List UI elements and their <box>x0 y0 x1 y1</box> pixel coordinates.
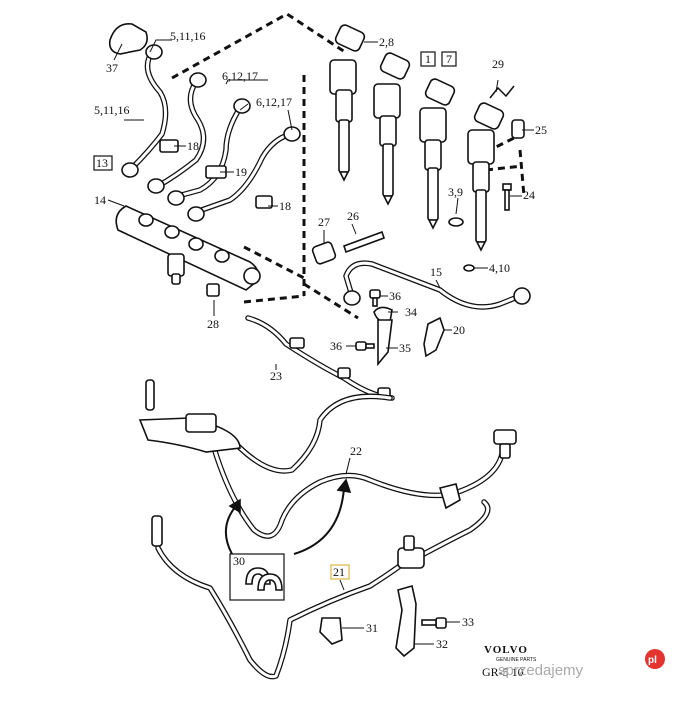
callout-2-8: 2,8 <box>379 35 394 49</box>
volvo-logo-sub: GENUINE PARTS <box>496 657 537 663</box>
injector-4 <box>467 102 505 252</box>
bracket-31 <box>319 617 343 645</box>
callout-33: 33 <box>462 615 474 629</box>
callout-18-b: 18 <box>279 199 291 213</box>
callout-26: 26 <box>347 209 359 223</box>
injector-3 <box>419 78 456 230</box>
screw-36a <box>369 289 381 307</box>
detail-box-30 <box>229 553 285 601</box>
washer-4-10 <box>463 264 475 272</box>
volvo-logo: VOLVO <box>484 644 528 656</box>
pipe-clamp-18b <box>255 195 273 209</box>
callout-25: 25 <box>535 123 547 137</box>
injector-1 <box>329 24 366 182</box>
callout-27: 27 <box>318 215 330 229</box>
rod-26 <box>342 230 386 254</box>
callout-7: 7 <box>446 52 452 66</box>
bracket-20 <box>423 316 445 358</box>
screw-33 <box>421 617 447 629</box>
callout-box-1 <box>420 51 436 67</box>
reference-code: GR-5 10 <box>482 665 524 679</box>
callout-19: 19 <box>235 165 247 179</box>
bolt-24 <box>502 183 512 211</box>
callout-21: 21 <box>333 565 345 579</box>
sleeve-27 <box>311 241 337 265</box>
callout-15: 15 <box>430 265 442 279</box>
injector-2 <box>373 52 411 206</box>
callout-box-7 <box>441 51 457 67</box>
fuel-rail-14 <box>115 205 261 291</box>
callout-37: 37 <box>106 61 118 75</box>
callout-28: 28 <box>207 317 219 331</box>
callout-31: 31 <box>366 621 378 635</box>
callout-22: 22 <box>350 444 362 458</box>
callout-36-a: 36 <box>389 289 401 303</box>
callout-36-b: 36 <box>330 339 342 353</box>
callout-13: 13 <box>96 156 108 170</box>
callout-30: 30 <box>233 554 245 568</box>
callout-3-9: 3,9 <box>448 185 463 199</box>
callout-6-12-17-b: 6,12,17 <box>256 95 292 109</box>
callout-35: 35 <box>399 341 411 355</box>
sleeve-25 <box>511 119 525 139</box>
callout-24: 24 <box>523 188 535 202</box>
callout-4-10: 4,10 <box>489 261 510 275</box>
callout-18-a: 18 <box>187 139 199 153</box>
callout-box-21 <box>330 564 350 580</box>
hose-23 <box>245 315 395 401</box>
volvo-branding: VOLVO GENUINE PARTS GR-5 10 <box>482 644 537 679</box>
feed-line-22 <box>211 393 517 539</box>
routing-arrows <box>225 478 352 555</box>
clamp-34 <box>373 306 393 324</box>
watermark-text: sprzedajemy <box>498 662 584 679</box>
callout-box-13 <box>93 155 113 171</box>
bracket-32 <box>395 584 417 658</box>
callout-5-11-16-left: 5,11,16 <box>94 103 130 117</box>
leader-lines <box>107 39 534 645</box>
callout-20: 20 <box>453 323 465 337</box>
nut-28 <box>206 283 220 297</box>
callout-14: 14 <box>94 193 106 207</box>
cover-37 <box>108 23 148 55</box>
connector-block <box>138 379 241 453</box>
injector-pipes <box>121 44 301 222</box>
callout-29: 29 <box>492 57 504 71</box>
callout-32: 32 <box>436 637 448 651</box>
watermark: sprzedajemy pl <box>498 649 665 679</box>
callout-34: 34 <box>405 305 417 319</box>
callout-6-12-17-a: 6,12,17 <box>222 69 258 83</box>
screw-36b <box>355 341 375 351</box>
watermark-badge: pl <box>648 655 657 666</box>
callout-5-11-16-top: 5,11,16 <box>170 29 206 43</box>
callout-1: 1 <box>425 52 431 66</box>
hose-21 <box>151 483 491 680</box>
callout-labels: 2,8 1 7 29 25 24 3,9 4,10 37 5,11,16 6,1… <box>93 29 547 651</box>
injector-clip-29 <box>489 85 515 99</box>
bracket-35 <box>377 319 393 367</box>
return-line-15 <box>343 260 531 310</box>
watermark-badge-icon <box>645 649 665 669</box>
callout-23: 23 <box>270 369 282 383</box>
seal-ring-3-9 <box>448 217 464 227</box>
